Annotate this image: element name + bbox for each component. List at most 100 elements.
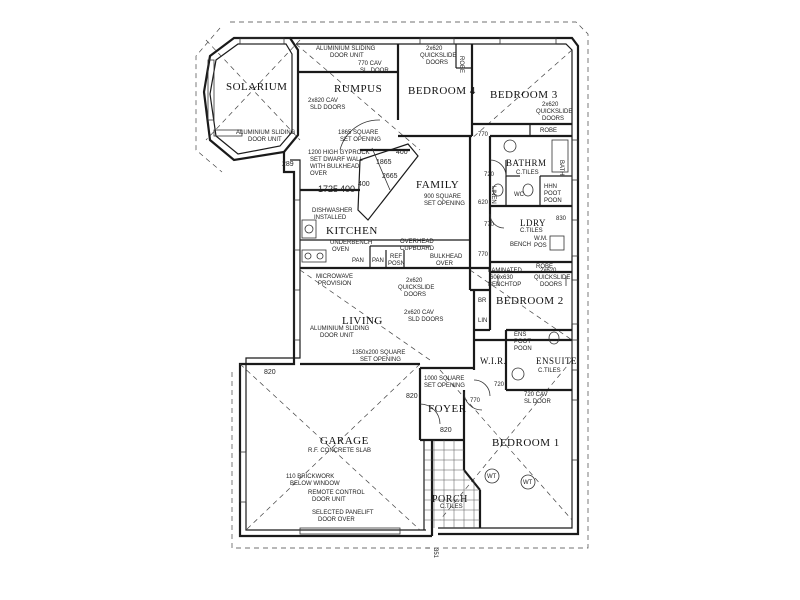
dimension: 400 [340,184,355,194]
dimension: 400 [358,181,370,188]
annotation: BR [478,298,487,304]
room-label-family: FAMILY [416,179,459,191]
annotation: REMOTE CONTROL [308,490,365,496]
annotation: POON [544,198,562,204]
annotation: CUPBOARD [400,246,435,252]
annotation: 2x620 [426,46,443,52]
annotation: LINEN [490,186,496,204]
dimension: 1725 [318,184,338,194]
annotation: 720 CAV [524,392,548,398]
annotation: SET OPENING [424,201,465,207]
annotation: 1000 SQUARE [424,376,464,382]
dimension: 820 [264,369,276,376]
annotation: SLD DOORS [408,317,443,323]
annotation: OVER [310,171,328,177]
annotation: LIN [478,318,487,324]
dimension: 770 [484,222,495,228]
annotation: 1200 HIGH GYPROCK [308,150,370,156]
room-label-garage: GARAGE [320,435,369,447]
annotation: ENS [514,332,526,338]
dimension: 2665 [382,173,398,180]
annotation: DOORS [404,292,426,298]
annotation: POON [514,346,532,352]
wardrobe-marker [520,474,536,490]
dimension: 830 [556,216,567,222]
dimension: 720 [484,172,495,178]
dimension: 351 [432,548,438,559]
dimension: 400 [396,149,408,156]
room-label-foyer: FOYER [428,403,467,415]
annotation: W.M. [534,236,548,242]
annotation: DOOR UNIT [312,497,346,503]
annotation: SET OPENING [424,383,465,389]
room-label-bedroom2: BEDROOM 2 [496,295,564,307]
annotation: 1350x200 SQUARE [352,350,405,356]
roof-lines [195,21,589,549]
annotation: PROVISION [318,281,351,287]
annotation: 110 BRICKWORK [286,474,334,480]
annotation: SET DWARF WALL [310,157,363,163]
annotation: DOOR UNIT [330,53,364,59]
annotation: WT [523,480,533,486]
room-labels: SOLARIUM RUMPUS BEDROOM 4 BEDROOM 3 BATH… [226,81,577,505]
annotation: C.TILES [440,504,463,510]
annotation: OVEN [332,247,349,253]
annotation: 2x820 CAV [308,98,338,104]
dimension: 720 [494,382,505,388]
annotation: POOT [514,339,531,345]
annotation: SLD DOORS [310,105,345,111]
annotation: SL DOOR [524,399,551,405]
annotation: DOORS [542,116,564,122]
annotation: REF [390,254,402,260]
windows [207,37,579,535]
outer-walls [202,36,580,538]
room-label-bathrm: BATHRM [506,158,547,168]
annotation: QUICKSLIDE [534,275,570,281]
room-label-ensuite: ENSUITE [536,356,577,366]
dimension: 1865 [376,159,392,166]
dimension: 770 [478,132,489,138]
annotation: MICROWAVE [316,274,353,280]
porch-tiles [424,440,480,528]
annotation: DOORS [426,60,448,66]
dimension: 289 [282,161,294,168]
room-label-bedroom4: BEDROOM 4 [408,85,476,97]
annotation: 600x630 [490,275,514,281]
annotation: WC [514,192,525,198]
annotation: 1865 SQUARE [338,130,378,136]
annotation: LAMINATED [488,268,523,274]
room-label-solarium: SOLARIUM [226,81,287,93]
dimension: 770 [478,252,489,258]
annotation: PAN [352,258,364,264]
annotation: OVERHEAD [400,239,434,245]
annotation: 2x620 [542,102,559,108]
annotation: C.TILES [538,368,561,374]
annotation: ALUMINIUM SLIDING [310,326,370,332]
room-label-ldry: LDRY [520,218,546,228]
annotation: POS [534,243,547,249]
annotation: BENCH [510,242,531,248]
annotation: WITH BULKHEAD [310,164,360,170]
annotation: 2x620 [406,278,423,284]
annotation: BATH [558,160,564,176]
annotation: POOT [544,191,561,197]
dimension: 820 [406,393,418,400]
annotation: ALUMINIUM SLIDING [316,46,376,52]
room-label-kitchen: KITCHEN [326,225,378,237]
fixtures [301,139,569,381]
annotation: QUICKSLIDE [536,109,572,115]
annotation: ALUMINIUM SLIDING [236,130,296,136]
annotation: DISHWASHER [312,208,353,214]
annotation: ROBE [458,56,464,73]
annotation: OVER [436,261,454,267]
internal-walls [298,44,572,536]
room-label-bedroom1: BEDROOM 1 [492,437,560,449]
annotation: WT [487,474,497,480]
annotation: QUICKSLIDE [398,285,434,291]
annotation: SET OPENING [340,137,381,143]
annotation: DOOR OVER [318,517,355,523]
annotation: SELECTED PANELIFT [312,510,374,516]
annotation: 900 SQUARE [424,194,461,200]
annotation: QUICKSLIDE [420,53,456,59]
